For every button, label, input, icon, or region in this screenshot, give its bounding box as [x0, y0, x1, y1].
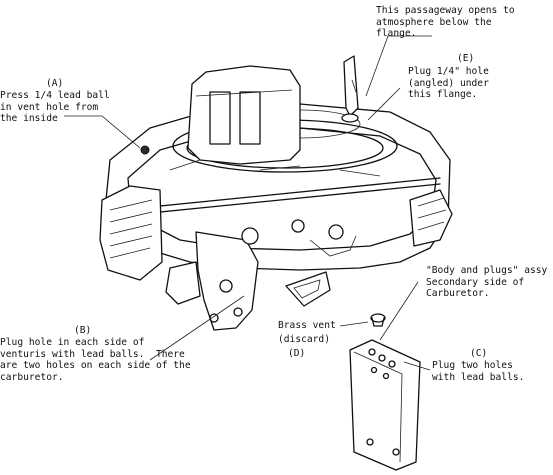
brass-vent-label: Brass vent — [278, 320, 336, 331]
leader-lines — [64, 35, 432, 371]
carburetor-body — [99, 55, 453, 331]
passageway-note: This passageway opens to atmosphere belo… — [376, 5, 515, 39]
label-b-text: Plug hole in each side of venturis with … — [0, 337, 191, 383]
label-e-letter: (E) — [457, 53, 475, 64]
label-a-letter: (A) — [46, 78, 64, 89]
brass-vent — [370, 313, 386, 327]
label-d-letter: (D) — [288, 348, 306, 359]
body-plugs-plate — [349, 339, 421, 471]
body-plugs-note: "Body and plugs" assy Secondary side of … — [426, 265, 548, 299]
discard-label: (discard) — [278, 334, 330, 345]
label-c-letter: (C) — [470, 348, 488, 359]
label-b-letter: (B) — [74, 325, 92, 336]
label-a-text: Press 1/4 lead ball in vent hole from th… — [0, 90, 110, 124]
label-c-text: Plug two holes with lead balls. — [432, 360, 525, 383]
label-e-text: Plug 1/4" hole (angled) under this flang… — [408, 66, 489, 100]
